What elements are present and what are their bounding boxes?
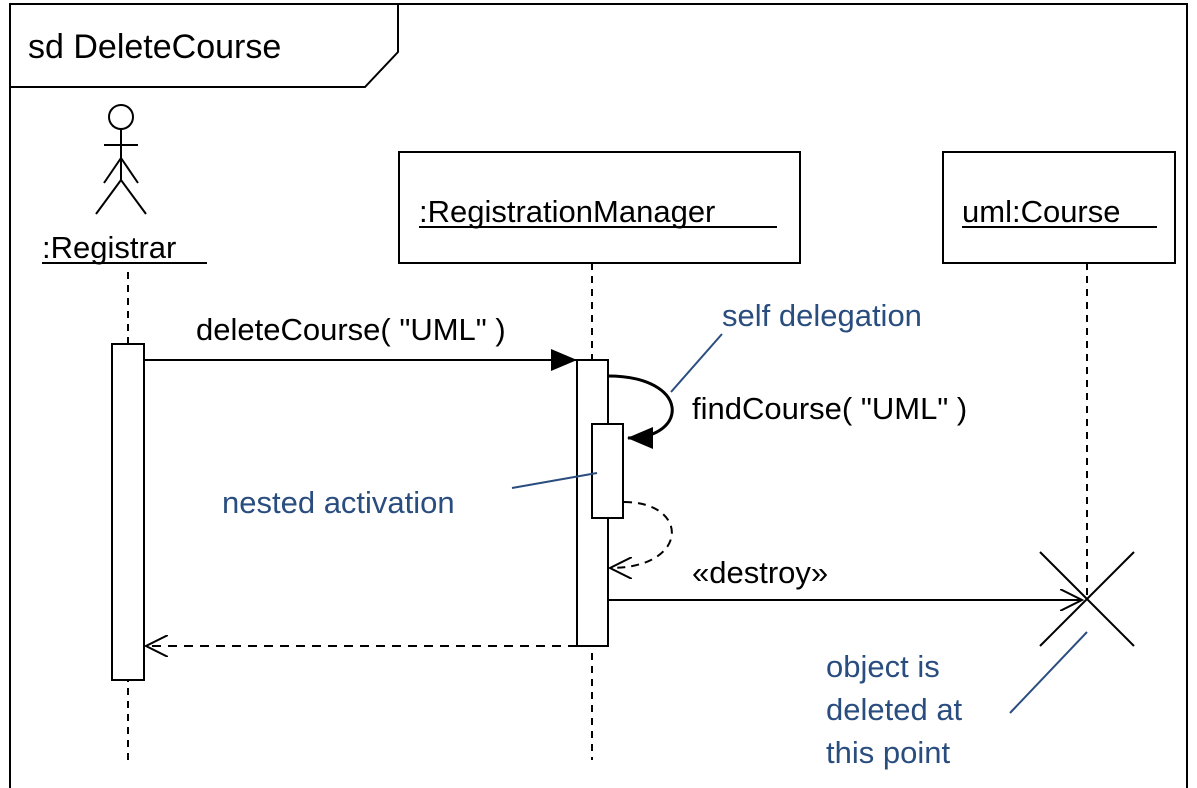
note-self-delegation-leader <box>670 333 723 393</box>
activation-registrar <box>111 343 145 681</box>
note-deleted-line3: this point <box>826 735 950 770</box>
lifeline-course-box <box>942 151 1176 264</box>
message-destroy-label: «destroy» <box>692 555 828 590</box>
note-deleted-leader <box>1009 631 1088 714</box>
note-deleted-line1: object is <box>826 649 940 684</box>
destroy-x-icon <box>1039 551 1135 647</box>
message-findcourse-return <box>610 501 673 568</box>
note-deleted-line2: deleted at <box>826 692 963 727</box>
actor-registrar-icon <box>95 104 147 215</box>
activation-nested <box>591 423 624 519</box>
lifeline-registrationmanager-box <box>398 151 801 264</box>
lifeline-registrar-label: :Registrar <box>42 230 176 265</box>
lifeline-registrationmanager-label: :RegistrationManager <box>419 194 715 229</box>
frame-label: sd DeleteCourse <box>28 28 281 66</box>
note-nested-activation: nested activation <box>222 485 455 520</box>
message-findcourse-label: findCourse( "UML" ) <box>692 391 967 426</box>
message-findcourse-arrow <box>607 374 674 449</box>
note-nested-activation-leader <box>511 472 598 489</box>
note-self-delegation: self delegation <box>722 298 922 333</box>
message-deletecourse-label: deleteCourse( "UML" ) <box>196 312 506 347</box>
frame-label-box <box>10 4 399 88</box>
lifeline-course-label: uml:Course <box>962 194 1121 229</box>
frame-border <box>9 3 1188 788</box>
